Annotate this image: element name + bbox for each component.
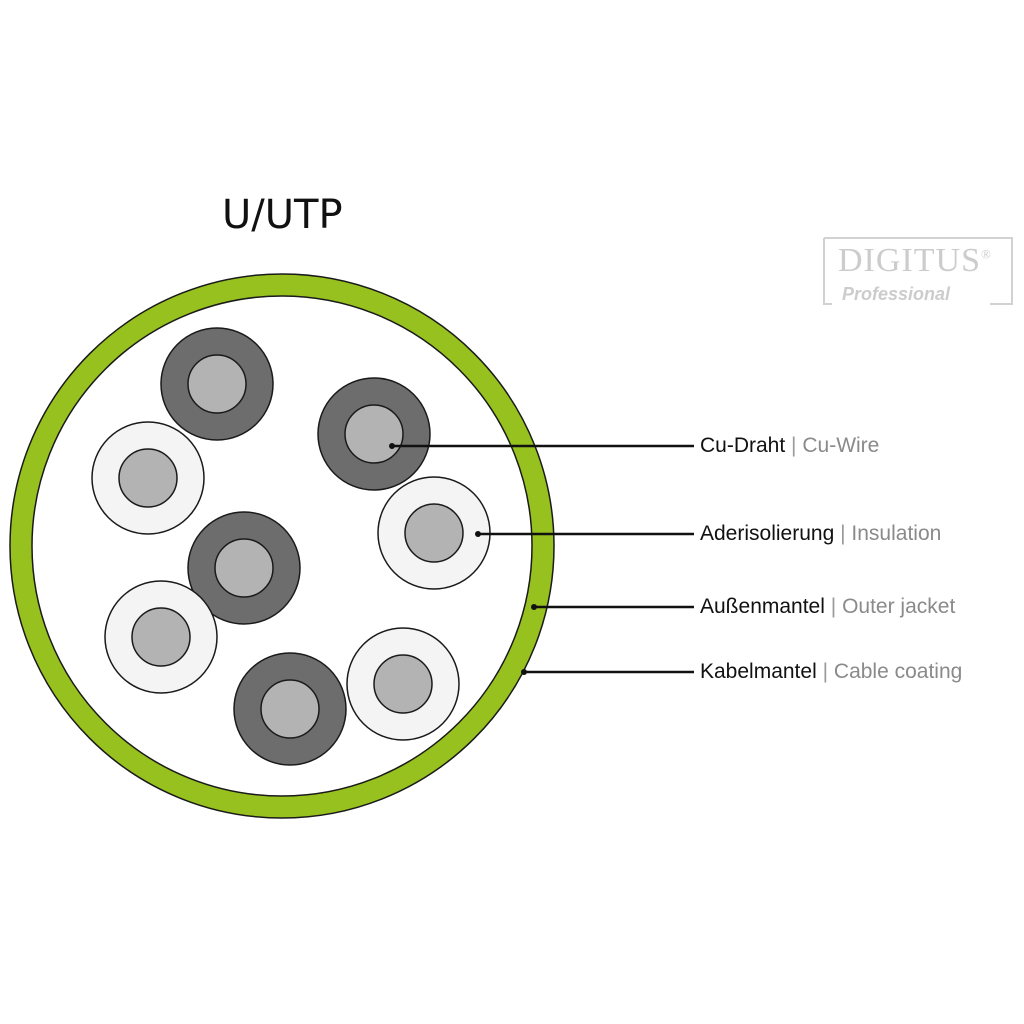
leader-dot-cu-wire (389, 443, 395, 449)
label-separator: | (830, 595, 837, 618)
label-insulation: Aderisolierung | Insulation (700, 523, 941, 544)
label-separator: | (791, 434, 797, 457)
label-outer-jacket: Außenmantel | Outer jacket (700, 596, 955, 617)
label-insulation-de: Aderisolierung (700, 522, 835, 545)
label-cable-coating-de: Kabelmantel (700, 660, 817, 683)
twisted-wire (346, 627, 460, 741)
label-cable-coating: Kabelmantel | Cable coating (700, 661, 962, 682)
label-separator: | (822, 660, 829, 683)
cable-type-title: U/UTP (222, 192, 343, 238)
copper-wire (118, 448, 178, 508)
logo-name: DIGITUS® (838, 242, 992, 279)
copper-wire (187, 354, 247, 414)
label-cable-coating-en: Cable coating (833, 660, 963, 683)
leader-dot-insulation (475, 531, 481, 537)
copper-wire (214, 538, 274, 598)
twisted-wire (377, 476, 491, 590)
twisted-wire (160, 327, 274, 441)
wire-group (91, 327, 491, 766)
label-outer-jacket-en: Outer jacket (842, 595, 956, 618)
leader-dot-outer-jacket (531, 604, 537, 610)
logo-frame (823, 237, 1013, 305)
copper-wire (344, 404, 404, 464)
label-cu-wire: Cu-Draht | Cu-Wire (700, 435, 879, 456)
twisted-wire (317, 377, 431, 491)
leader-dot-cable-coating (521, 669, 527, 675)
twisted-wire (187, 511, 301, 625)
label-outer-jacket-de: Außenmantel (700, 595, 825, 618)
label-separator: | (840, 522, 846, 545)
copper-wire (131, 607, 191, 667)
leader-lines (392, 444, 694, 674)
twisted-wire (233, 652, 347, 766)
twisted-wire (104, 580, 218, 694)
label-insulation-en: Insulation (851, 522, 942, 545)
twisted-wire (91, 421, 205, 535)
logo-subtitle: Professional (842, 284, 951, 304)
copper-wire (373, 654, 433, 714)
copper-wire (404, 503, 464, 563)
copper-wire (260, 679, 320, 739)
label-cu-wire-en: Cu-Wire (802, 434, 880, 457)
digitus-logo: DIGITUS® Professional (818, 234, 1018, 308)
leader-dots (389, 443, 537, 675)
label-cu-wire-de: Cu-Draht (700, 434, 786, 457)
